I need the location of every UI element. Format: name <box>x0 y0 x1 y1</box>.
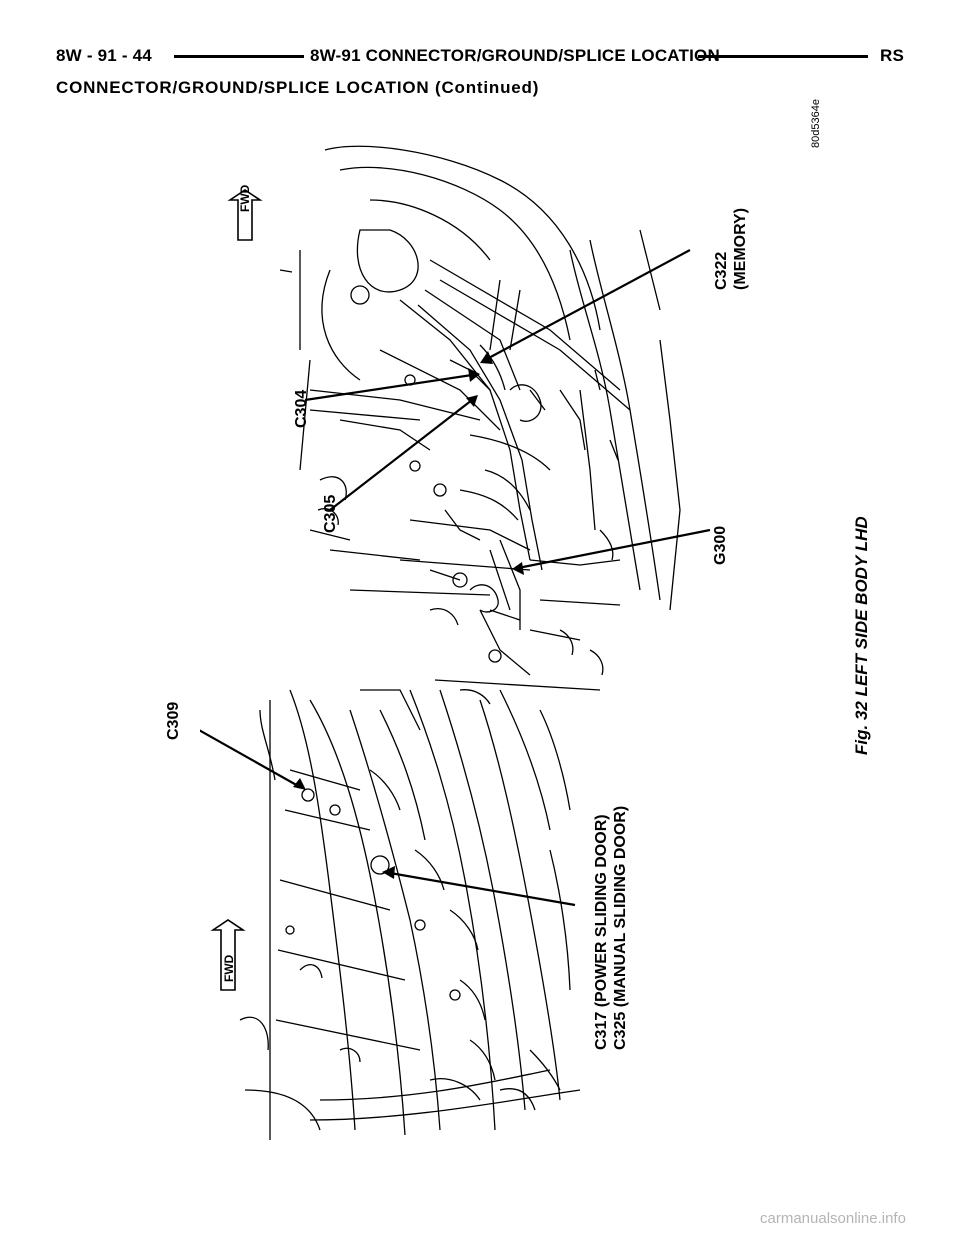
body-side-illustration <box>200 145 711 1140</box>
fwd-label-lower: FWD <box>222 954 236 982</box>
label-c304: C304 <box>293 389 310 428</box>
fwd-arrow-upper-icon <box>227 189 263 241</box>
label-c305: C305 <box>322 494 339 533</box>
fwd-arrow-lower-icon <box>210 919 246 991</box>
wiring-location-figure <box>200 90 880 1160</box>
label-c309: C309 <box>165 701 182 740</box>
label-c322-memory: (MEMORY) <box>732 207 749 290</box>
lower-illustration <box>239 689 581 1140</box>
label-g300: G300 <box>712 525 729 565</box>
page-subtitle: CONNECTOR/GROUND/SPLICE LOCATION (Contin… <box>56 78 540 97</box>
figure-caption: Fig. 32 LEFT SIDE BODY LHD <box>852 516 871 755</box>
section-title: 8W-91 CONNECTOR/GROUND/SPLICE LOCATION <box>310 46 720 65</box>
label-c322: C322 <box>713 251 730 290</box>
fwd-label-upper: FWD <box>238 184 252 212</box>
label-c325: C325 (MANUAL SLIDING DOOR) <box>612 805 629 1050</box>
upper-illustration <box>279 145 681 705</box>
label-c317: C317 (POWER SLIDING DOOR) <box>593 814 610 1050</box>
header-rule-right <box>698 55 868 58</box>
leader-lines <box>200 249 711 907</box>
illustration-id: 80d5364e <box>810 99 822 148</box>
section-page-number: 8W - 91 - 44 <box>56 46 152 65</box>
leader-arrowheads <box>293 351 524 879</box>
vehicle-code: RS <box>879 46 904 65</box>
page-header: 8W - 91 - 44 8W-91 CONNECTOR/GROUND/SPLI… <box>56 40 904 70</box>
header-rule-left <box>174 55 304 58</box>
watermark-text: carmanualsonline.info <box>760 1210 906 1227</box>
